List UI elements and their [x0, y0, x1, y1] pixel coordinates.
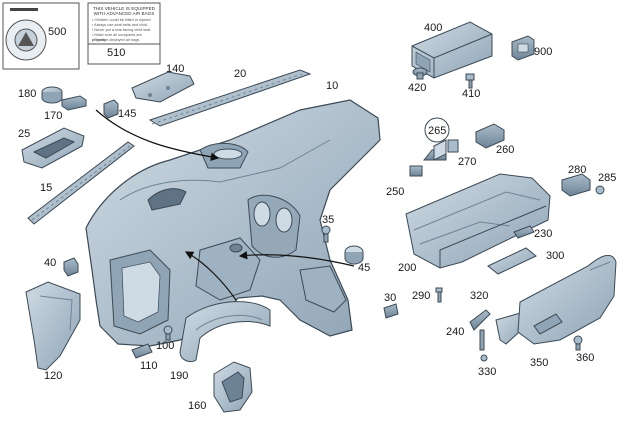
switch-170[interactable] [61, 95, 87, 111]
handle-260[interactable] [475, 123, 505, 149]
clip-40[interactable] [63, 257, 79, 277]
airbag-warning-label[interactable] [87, 2, 161, 65]
trim-bezel-160[interactable] [213, 361, 253, 413]
screw-35[interactable] [321, 225, 331, 243]
sensor-180[interactable] [41, 86, 63, 104]
callout-260[interactable]: 260 [496, 144, 515, 156]
cluster-surround-190[interactable] [179, 301, 271, 363]
callout-140[interactable]: 140 [166, 63, 185, 75]
callout-120[interactable]: 120 [44, 370, 63, 382]
callout-510[interactable]: 510 [107, 47, 126, 59]
callout-290[interactable]: 290 [412, 290, 431, 302]
pin-330[interactable] [480, 354, 488, 362]
callout-200[interactable]: 200 [398, 262, 417, 274]
callout-285[interactable]: 285 [598, 172, 617, 184]
callout-110[interactable]: 110 [140, 360, 158, 372]
glovebox-housing-200[interactable] [405, 173, 551, 269]
callout-230[interactable]: 230 [534, 228, 553, 240]
panel-300[interactable] [487, 247, 537, 275]
airbag-connector-900[interactable] [511, 35, 535, 61]
callout-300[interactable]: 300 [546, 250, 565, 262]
callout-360[interactable]: 360 [576, 352, 595, 364]
arrow-145 [95, 109, 220, 161]
arrow-190 [184, 251, 237, 301]
callout-45[interactable]: 45 [358, 262, 371, 274]
callout-170[interactable]: 170 [44, 110, 63, 122]
callout-15[interactable]: 15 [40, 182, 53, 194]
callout-160[interactable]: 160 [188, 400, 207, 412]
callout-410[interactable]: 410 [462, 88, 481, 100]
callout-270[interactable]: 270 [458, 156, 477, 168]
screw-360[interactable] [573, 335, 583, 351]
callout-280[interactable]: 280 [568, 164, 587, 176]
callout-100[interactable]: 100 [156, 340, 175, 352]
bolt-410[interactable] [465, 73, 475, 89]
passenger-airbag-module[interactable] [411, 21, 493, 79]
airbag-sticker[interactable] [2, 2, 80, 70]
switch-280[interactable] [561, 173, 591, 197]
callout-30[interactable]: 30 [384, 292, 397, 304]
warning-label-line: • Always use seat belts and child [92, 23, 147, 27]
side-trim-15[interactable] [27, 141, 135, 225]
callout-145[interactable]: 145 [118, 108, 137, 120]
callout-20[interactable]: 20 [234, 68, 247, 80]
clip-110[interactable] [131, 343, 153, 359]
screw-285[interactable] [595, 185, 605, 195]
clip-250[interactable] [409, 165, 423, 177]
callout-250[interactable]: 250 [386, 186, 405, 198]
callout-330[interactable]: 330 [478, 366, 497, 378]
bolt-290[interactable] [435, 287, 443, 303]
dashboard-carrier-10[interactable] [85, 99, 381, 347]
clip-145[interactable] [103, 99, 119, 119]
strut-240[interactable] [469, 309, 491, 351]
callout-25[interactable]: 25 [18, 128, 31, 140]
defroster-trim-20[interactable] [148, 69, 312, 127]
callout-500[interactable]: 500 [48, 26, 67, 38]
screw-100[interactable] [163, 325, 173, 341]
callout-350[interactable]: 350 [530, 357, 549, 369]
callout-420[interactable]: 420 [408, 82, 427, 94]
warning-label-line: • Never put a rear-facing child seat [92, 28, 151, 32]
warning-label-line: • Make sure all occupants are properly [92, 33, 142, 42]
ring-45[interactable] [344, 245, 364, 265]
callout-40[interactable]: 40 [44, 257, 57, 269]
callout-180[interactable]: 180 [18, 88, 37, 100]
clip-420[interactable] [412, 67, 428, 80]
callout-265[interactable]: 265 [428, 125, 447, 137]
vent-frame-25[interactable] [21, 127, 85, 169]
side-cover-120[interactable] [25, 281, 81, 371]
warning-label-line: • Children could be killed or injured [92, 18, 151, 22]
callout-400[interactable]: 400 [424, 22, 443, 34]
arrow-45 [238, 251, 355, 267]
callout-240[interactable]: 240 [446, 326, 465, 338]
warning-label-line: • Replace deployed air bags [92, 38, 140, 42]
glovebox-lid-350[interactable] [517, 254, 617, 345]
callout-320[interactable]: 320 [470, 290, 489, 302]
damper-230[interactable] [513, 225, 535, 239]
callout-35[interactable]: 35 [322, 214, 335, 226]
callout-900[interactable]: 900 [534, 46, 553, 58]
clip-30[interactable] [383, 303, 399, 319]
warning-label-title: THIS VEHICLE IS EQUIPPED WITH ADVANCED A… [92, 6, 156, 17]
clip-270[interactable] [433, 139, 447, 161]
dash-cover-140[interactable] [131, 71, 195, 103]
callout-10[interactable]: 10 [326, 80, 339, 92]
callout-190[interactable]: 190 [170, 370, 189, 382]
